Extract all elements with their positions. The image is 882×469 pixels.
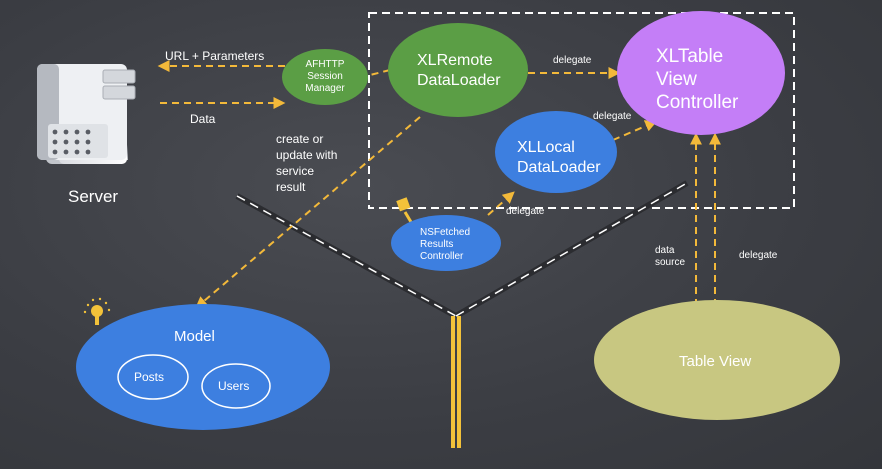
xllocal-node — [495, 111, 617, 193]
data-source-label: data source — [655, 245, 685, 269]
data-source-label-2: source — [655, 257, 686, 268]
create-update-label-2: update with — [276, 148, 338, 162]
create-update-label-4: result — [276, 180, 306, 194]
data-source-label-1: data — [655, 245, 675, 256]
data-label: Data — [190, 112, 216, 126]
nsfetched-label-1: NSFetched — [420, 227, 471, 238]
server-icon — [37, 64, 136, 164]
server-label: Server — [68, 187, 119, 206]
xlremote-node — [388, 23, 528, 117]
afhttp-label-1: AFHTTP — [305, 59, 345, 70]
url-parameters-label: URL + Parameters — [165, 49, 265, 63]
nsfetched-label-2: Results — [420, 239, 454, 250]
xltable-node — [617, 11, 785, 135]
afhttp-label-2: Session — [307, 71, 343, 82]
nsfetched-label: NSFetched Results Controller — [420, 227, 470, 263]
pushpin-icon — [83, 297, 111, 325]
funnel-lines — [235, 180, 689, 448]
create-update-label-3: service — [276, 164, 315, 178]
create-update-label: create or update with service result — [276, 131, 337, 195]
xltable-label: XLTable View Controller — [656, 45, 738, 114]
xlremote-label-1: XLRemote — [417, 52, 493, 69]
posts-node — [117, 354, 189, 400]
afhttp-label: AFHTTP Session Manager — [290, 59, 360, 95]
delegate-local-label: delegate — [593, 111, 632, 122]
nsfetched-node — [391, 215, 501, 271]
model-label: Model — [174, 328, 215, 345]
delegate-fetched-label: delegate — [506, 206, 545, 217]
data-loader-group-box — [368, 12, 795, 209]
create-update-label-1: create or — [276, 132, 324, 146]
users-node — [201, 363, 271, 409]
model-node — [76, 304, 330, 430]
xltable-label-2: View — [656, 69, 697, 90]
delegate-remote-label: delegate — [553, 55, 592, 66]
xllocal-label: XLLocal DataLoader — [517, 138, 601, 178]
xlremote-label-2: DataLoader — [417, 72, 501, 89]
nsfetched-label-3: Controller — [420, 251, 464, 262]
delegate-tableview-label: delegate — [739, 250, 778, 261]
xlremote-label: XLRemote DataLoader — [417, 51, 501, 91]
afhttp-label-3: Manager — [305, 83, 345, 94]
users-label: Users — [218, 379, 250, 393]
posts-label: Posts — [134, 370, 165, 384]
afhttp-node — [282, 49, 368, 105]
tableview-node — [594, 300, 840, 420]
xltable-label-3: Controller — [656, 92, 739, 113]
arrow-fetched-to-local — [487, 191, 515, 216]
arrow-local-to-table — [612, 120, 658, 141]
tableview-label: Table View — [679, 353, 752, 370]
arrow-remote-to-model — [195, 116, 421, 309]
xllocal-label-2: DataLoader — [517, 159, 601, 176]
xllocal-label-1: XLLocal — [517, 139, 575, 156]
xltable-label-1: XLTable — [656, 46, 724, 67]
